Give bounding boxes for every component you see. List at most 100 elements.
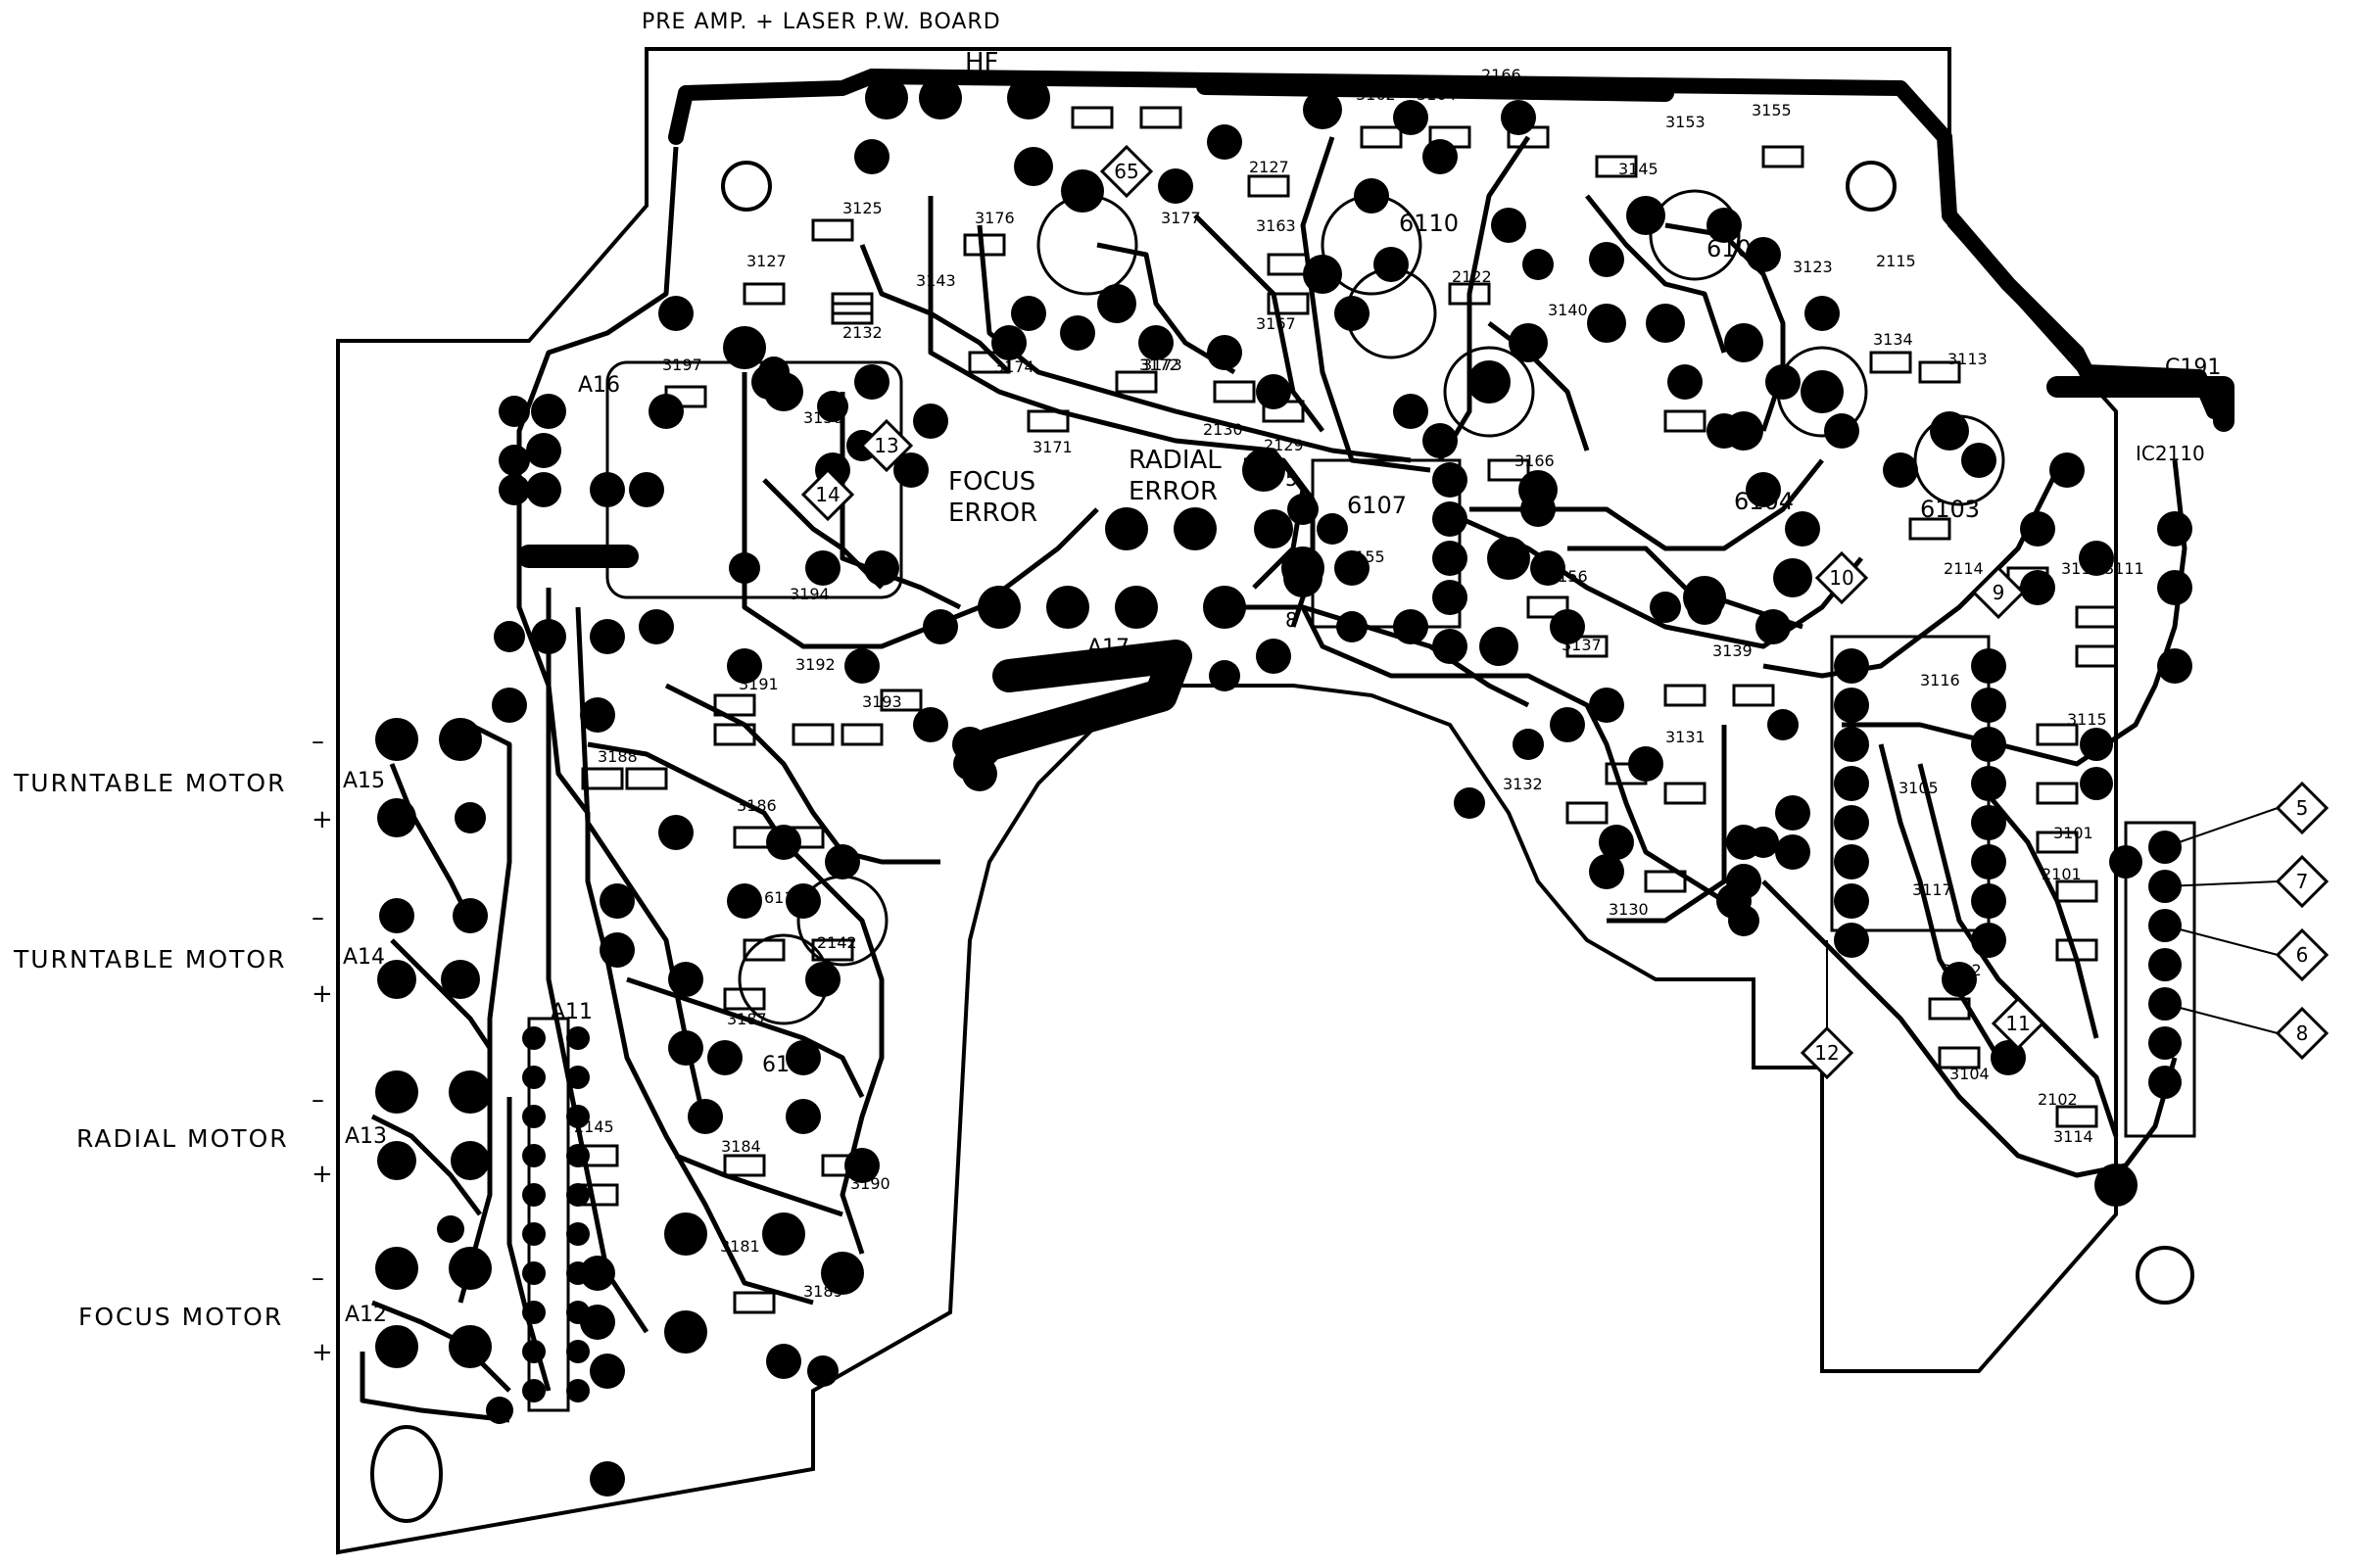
component-label: 3192: [795, 655, 836, 674]
component-label: 2122: [1452, 267, 1492, 286]
plus-sign: +: [312, 1338, 333, 1367]
component-label: 3173: [1142, 356, 1182, 374]
component-label: 3102: [1942, 961, 1982, 979]
component-label: 3115: [2067, 710, 2107, 729]
component-label: 2147: [1592, 81, 1632, 100]
component-label: 6107: [1347, 492, 1407, 519]
component-label: 3155: [1752, 101, 1792, 119]
radial-error-label: RADIAL: [1129, 446, 1222, 475]
component-label: 2102: [2038, 1090, 2078, 1109]
component-label: 3174: [994, 357, 1034, 376]
focus-error-label: ERROR: [948, 499, 1037, 528]
component-label: 2115: [1876, 252, 1916, 270]
pin-number: 5: [1285, 467, 1298, 491]
component-label: 3111: [2104, 559, 2144, 578]
component-label: 3156: [1548, 567, 1588, 586]
component-label: 3155: [1345, 547, 1385, 566]
tp-13: 13: [874, 434, 898, 457]
component-label: 3116: [1920, 671, 1960, 689]
motor-connector-a14: A14: [343, 945, 386, 970]
tp-10: 10: [1829, 566, 1853, 590]
mount-hole: [370, 1425, 443, 1523]
tp-12: 12: [1814, 1041, 1839, 1065]
component-label: 3140: [1548, 301, 1588, 319]
motor-label-radial: RADIAL MOTOR: [76, 1124, 289, 1153]
tp-14: 14: [815, 483, 840, 506]
component-label: 3171: [1033, 438, 1073, 456]
c191-label: C191: [2165, 356, 2221, 380]
component-label: 2130: [1203, 420, 1243, 439]
board-title: PRE AMP. + LASER P.W. BOARD: [642, 10, 1001, 34]
component-label: 6114: [762, 1053, 817, 1077]
component-label: 3190: [850, 1174, 890, 1193]
test-point-leads: [1826, 807, 2279, 1034]
test-point-labels: 65 13 14 10 9 12 11 5 7 6 8: [815, 160, 2308, 1065]
component-label: 3193: [862, 692, 902, 711]
component-label: 2133: [1127, 69, 1167, 87]
component-label: 2101: [2042, 865, 2082, 883]
component-label: 3184: [721, 1137, 761, 1156]
component-label: 3114: [2053, 1127, 2093, 1146]
minus-sign: –: [312, 727, 324, 756]
motor-connector-a13: A13: [345, 1124, 388, 1149]
transistor-outlines: [738, 189, 2005, 1025]
component-label: 3143: [916, 271, 956, 290]
component-label: 3176: [975, 209, 1015, 227]
component-label: 3117: [1912, 880, 1952, 899]
a17-label: A17: [1087, 636, 1129, 660]
component-label: 3186: [737, 796, 777, 815]
component-label: 6104: [1734, 488, 1794, 515]
component-label: 3188: [598, 747, 638, 766]
mount-hole: [721, 161, 772, 212]
ic2110-label: IC2110: [2136, 442, 2205, 465]
component-label: 3145: [1618, 160, 1658, 178]
component-label: 3197: [662, 356, 702, 374]
component-label: 3189: [803, 1282, 843, 1301]
component-label: 2145: [574, 1117, 614, 1136]
motor-label-focus: FOCUS MOTOR: [78, 1303, 284, 1331]
component-label: 3187: [727, 1010, 767, 1028]
component-label: 3191: [739, 675, 779, 693]
plus-sign: +: [312, 1160, 333, 1189]
component-label: 6103: [1920, 496, 1980, 523]
component-label: 2114: [1944, 559, 1984, 578]
board-text: HF FOCUS ERROR RADIAL ERROR A16 A17 A11 …: [551, 48, 2221, 1024]
minus-sign: –: [312, 1085, 324, 1115]
component-label: 3163: [1256, 216, 1296, 235]
component-label: 3113: [1947, 350, 1988, 368]
radial-error-label: ERROR: [1129, 477, 1218, 506]
component-label: 2135: [1061, 69, 1101, 87]
component-label: 3158: [803, 408, 843, 427]
tp-8: 8: [2296, 1022, 2309, 1045]
component-label: 3131: [1665, 728, 1706, 746]
component-label: 3132: [1503, 775, 1543, 793]
tp-6: 6: [2296, 943, 2309, 967]
tp-11: 11: [2005, 1012, 2030, 1035]
component-label: 3181: [720, 1237, 760, 1256]
a11-label: A11: [551, 1000, 593, 1024]
motor-connector-a15: A15: [343, 769, 386, 793]
component-labels: 2135 2133 2166 3162 3164 2147 3153 3155 …: [574, 66, 2144, 1301]
component-label: 2129: [1264, 436, 1304, 454]
motor-label-turntable-2: TURNTABLE MOTOR: [14, 945, 287, 974]
component-label: 3134: [1873, 330, 1913, 349]
component-label: 3127: [746, 252, 787, 270]
component-label: 3137: [1562, 636, 1602, 654]
minus-sign: –: [312, 1263, 324, 1293]
component-label: 3164: [1417, 85, 1457, 104]
plus-sign: +: [312, 805, 333, 834]
component-label: 3123: [1793, 258, 1833, 276]
tp-9: 9: [1993, 581, 2005, 604]
focus-error-label: FOCUS: [948, 467, 1035, 497]
component-label: 2132: [842, 323, 883, 342]
component-label: 3162: [1356, 85, 1396, 104]
hf-label: HF: [965, 48, 999, 77]
component-label: 3139: [1712, 641, 1753, 660]
mount-hole: [2136, 1246, 2194, 1305]
minus-sign: –: [312, 903, 324, 932]
tp-7: 7: [2296, 870, 2309, 893]
component-label: 2142: [817, 933, 857, 952]
component-label: 3172: [1139, 356, 1179, 374]
component-label: 3166: [1514, 451, 1555, 470]
